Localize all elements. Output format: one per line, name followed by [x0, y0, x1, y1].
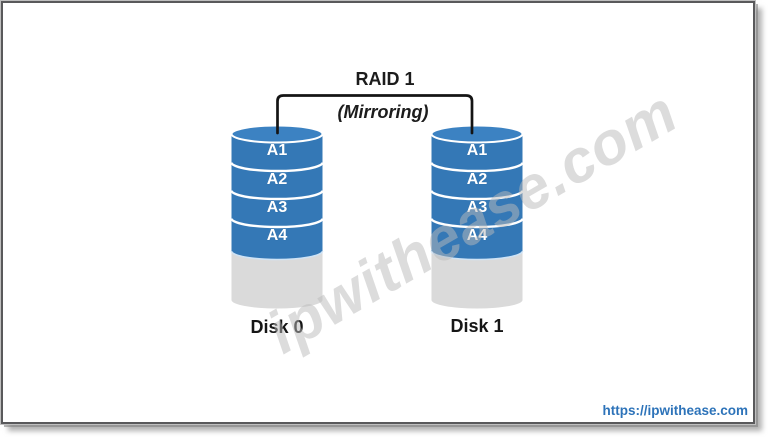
disk-1-bottom-rim: [430, 250, 524, 261]
disk-1-block-a4: A4: [466, 226, 488, 244]
platter-separator-line: [430, 162, 524, 173]
disk-0-block-a3: A3: [266, 198, 288, 216]
disk-1-top-face: [430, 124, 524, 144]
platter-separator-line: [230, 218, 324, 229]
site-url-link[interactable]: https://ipwithease.com: [602, 403, 748, 418]
disk-0-bottom-rim: [230, 250, 324, 261]
disk-1-label: Disk 1: [450, 316, 504, 336]
disk-0-cylinder: [230, 124, 324, 309]
disk-0-free-space: [231, 251, 323, 309]
platter-separator-line: [230, 162, 324, 173]
disk-0-block-a2: A2: [266, 170, 288, 188]
disk-0-body: [231, 134, 323, 260]
diagram-frame: [0, 0, 756, 425]
mirror-connector-bracket: [276, 94, 474, 135]
disk-0-block-a1: A1: [266, 142, 288, 159]
platter-separator-line: [430, 218, 524, 229]
disk-1-cylinder: [430, 124, 524, 309]
disk-0-label: Disk 0: [250, 317, 304, 337]
disk-1-block-a3: A3: [466, 198, 488, 216]
platter-separator-line: [230, 190, 324, 201]
platter-separator-line: [430, 190, 524, 201]
disk-1-body: [431, 134, 523, 260]
raid-mode-subtitle: (Mirroring): [337, 102, 429, 122]
disk-1-block-a1: A1: [466, 142, 488, 159]
disk-1-free-space: [431, 251, 523, 309]
disk-0-block-a4: A4: [266, 226, 288, 244]
raid-level-title: RAID 1: [355, 69, 415, 89]
disk-1-block-a2: A2: [466, 170, 488, 188]
